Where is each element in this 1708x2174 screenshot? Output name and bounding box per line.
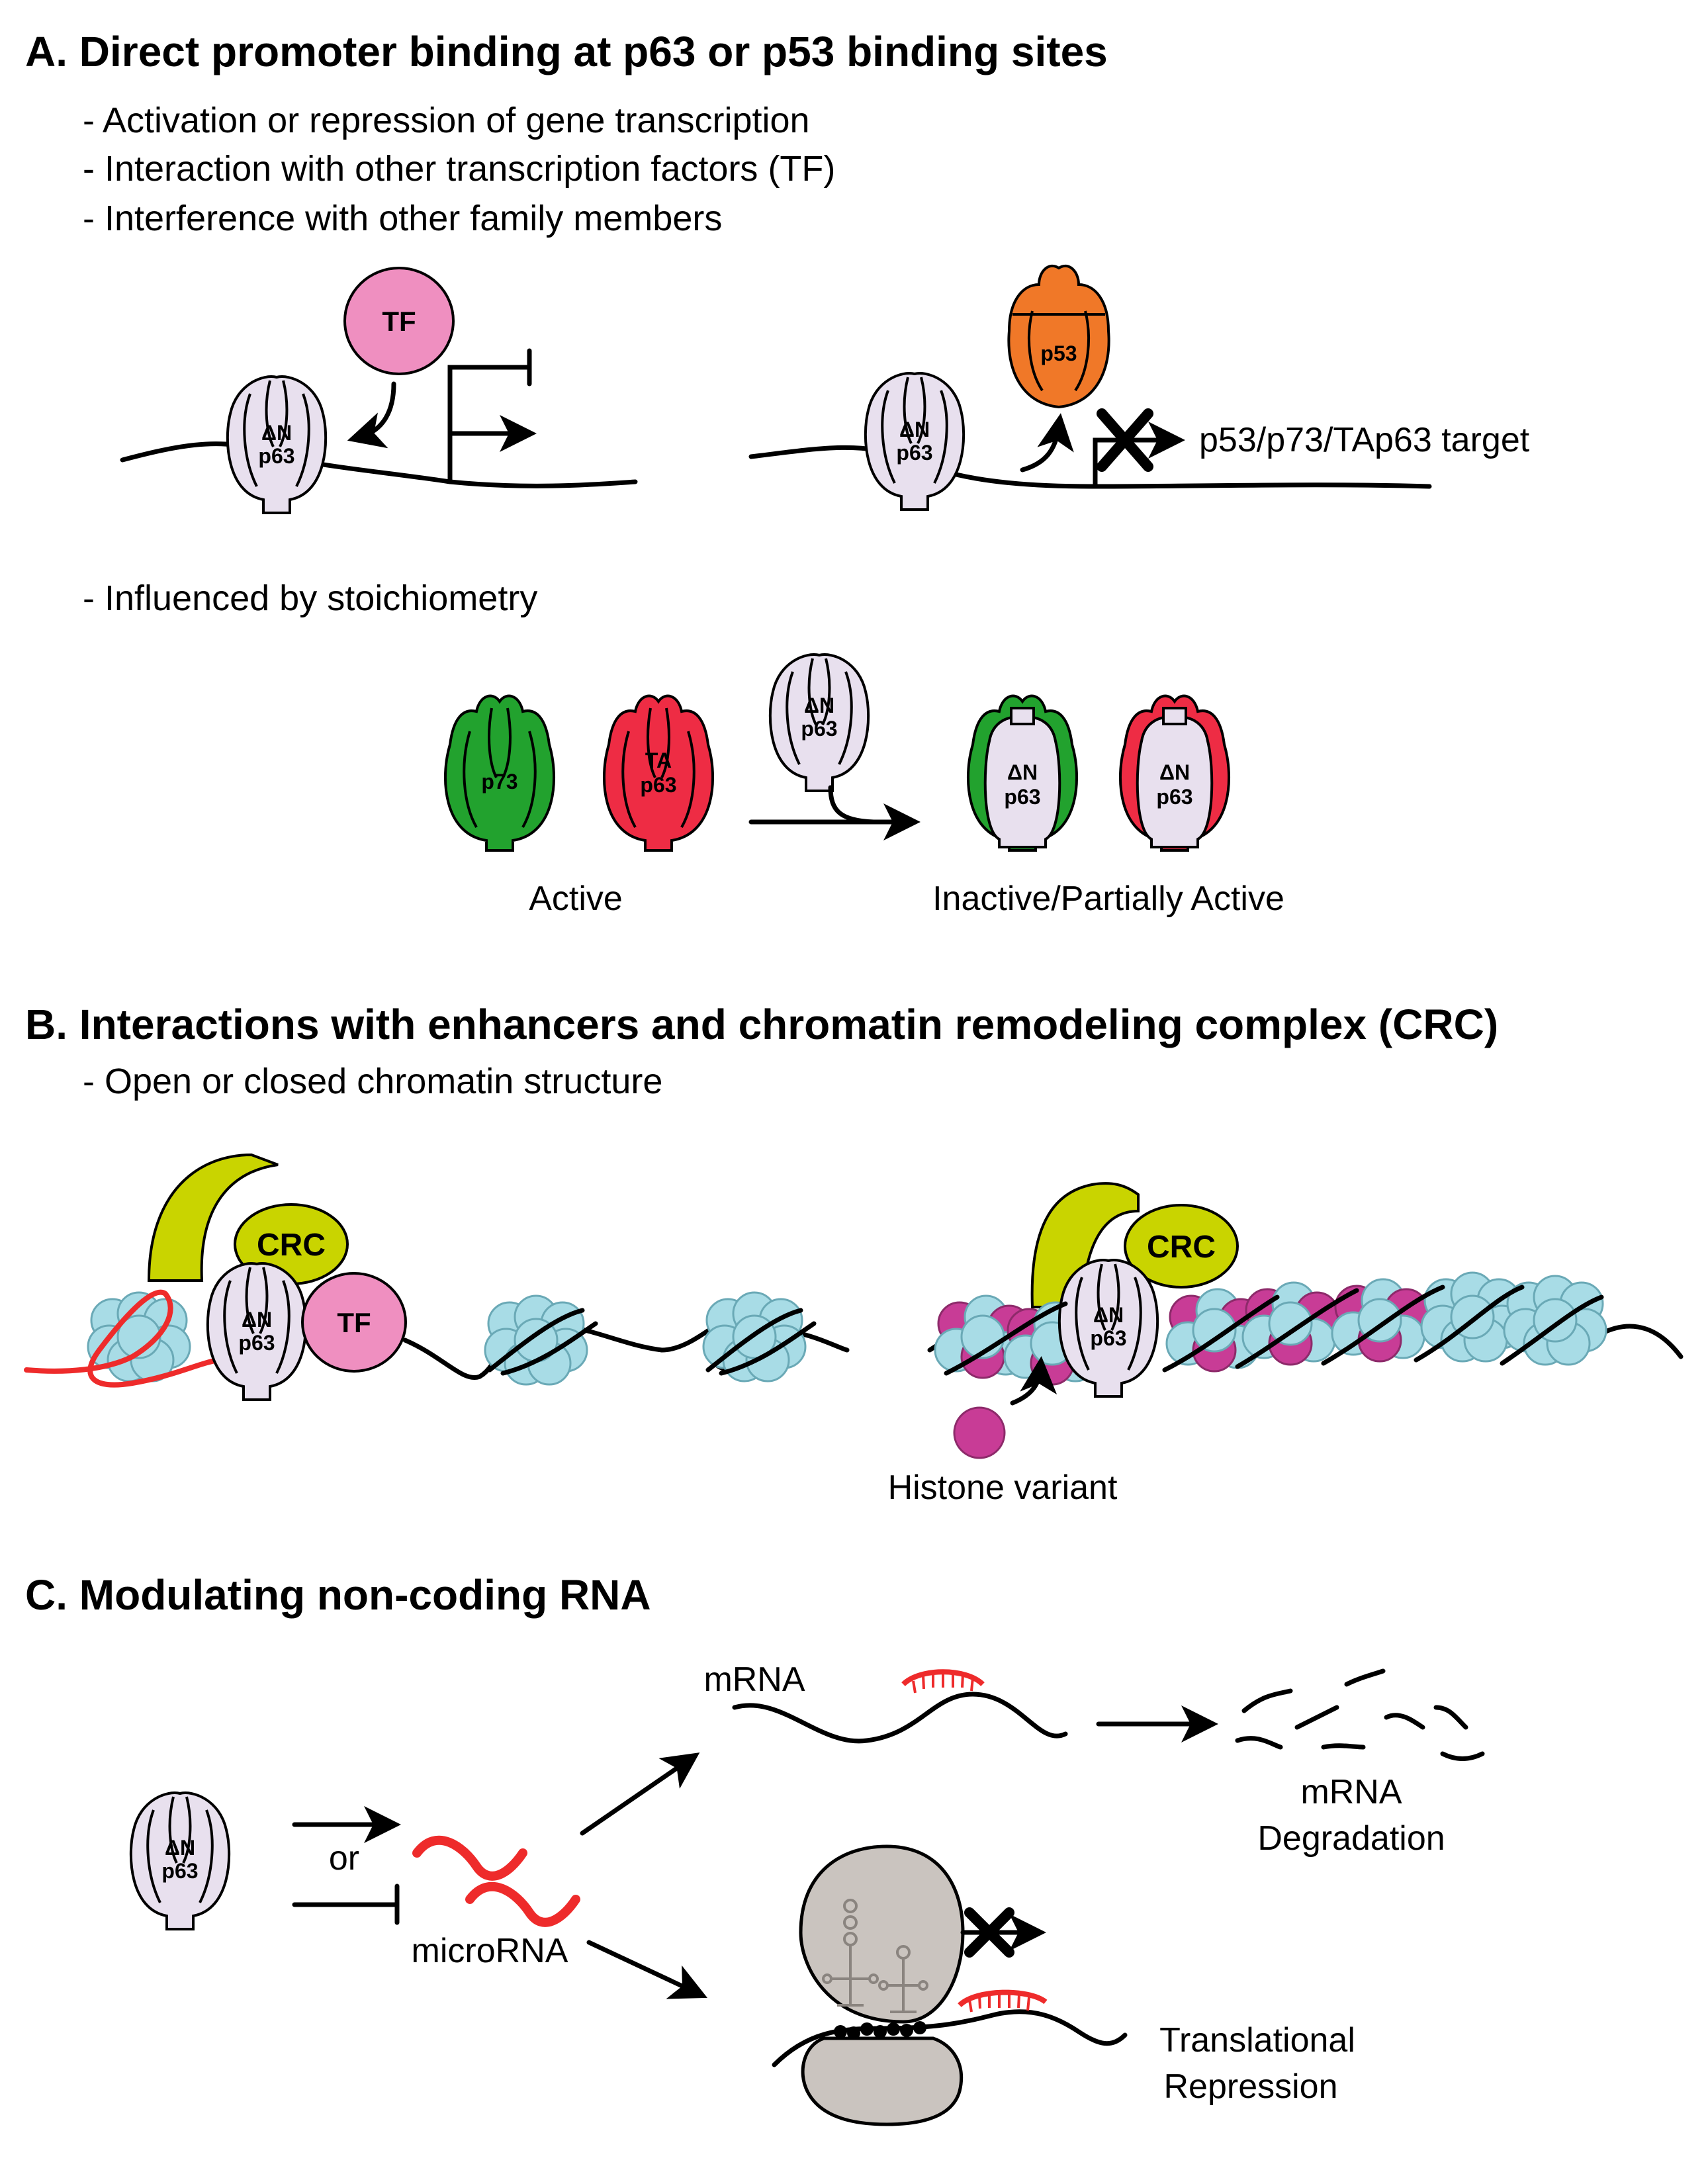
open-dna-strand (24, 1289, 221, 1388)
wrap-1 (487, 1308, 585, 1373)
tap63-label-top: TA (645, 748, 672, 772)
dn-p63-label-bottom: p63 (896, 441, 932, 465)
panel-a-bullet-2: - Interaction with other transcription f… (83, 149, 835, 189)
target-label: p53/p73/TAp63 target (1199, 421, 1530, 459)
dn-p63-label-top: ΔN (1007, 760, 1038, 784)
mrna-label: mRNA (703, 1660, 805, 1699)
codon-beads (834, 2021, 926, 2040)
panel-a-stoich-bullet: - Influenced by stoichiometry (83, 578, 537, 618)
tf-label: TF (382, 306, 416, 337)
mrna-strand (732, 1692, 1068, 1744)
open-chromatin-scheme: CRC Histone variant ΔN p63 TF (24, 1153, 850, 1401)
degraded-mrna-fragments (1235, 1668, 1485, 1761)
panel-c-title: C. Modulating non-coding RNA (25, 1571, 651, 1619)
histone-insertion-arrow (1010, 1356, 1057, 1406)
panel-b: B. Interactions with enhancers and chrom… (24, 1001, 1684, 1507)
dn-p63-label-top: ΔN (261, 421, 292, 445)
dn-p63-label-bottom: p63 (1156, 785, 1192, 809)
closed-wrap-1 (944, 1301, 1068, 1376)
closed-wrap-5 (1414, 1285, 1525, 1363)
stoichiometry-scheme: p73 TA p63 ΔN p63 ΔN p63 ΔN p63 (443, 653, 1284, 918)
tf-protein (301, 1272, 407, 1373)
panel-a-title: A. Direct promoter binding at p63 or p53… (25, 28, 1108, 75)
microrna-mrna-duplex (958, 1989, 1048, 2008)
dn-p63-label-top-visible: ΔN (242, 1308, 272, 1332)
dn-p63-label-bottom: p63 (238, 1331, 275, 1355)
ribosome-small-subunit (801, 2036, 964, 2126)
degradation-label-line2: Degradation (1257, 1819, 1445, 1858)
p53-protein (1007, 264, 1110, 409)
translation-pathway-arrow (586, 1940, 708, 1999)
trna-icons (822, 1899, 928, 2013)
tap63-label-bottom: p63 (640, 773, 676, 797)
microrna-strand-2 (465, 1881, 580, 1927)
inactive-label: Inactive/Partially Active (932, 880, 1284, 918)
crc-label: CRC (1147, 1230, 1216, 1265)
closed-chromatin-scheme: CRC ΔN p63 Histone variant (888, 1182, 1684, 1507)
p53-label: p53 (1040, 341, 1077, 365)
tap63-dnp63-heterotetramer (1118, 694, 1231, 852)
ribosome (799, 1844, 965, 2126)
tf-protein (343, 267, 455, 375)
translational-label-line2: Repression (1163, 2067, 1337, 2106)
wrap-3 (705, 1308, 803, 1373)
panel-a: A. Direct promoter binding at p63 or p53… (25, 28, 1530, 918)
mrna-pathway-arrow (580, 1752, 700, 1836)
tf-promoter-scheme: ΔN p63 TF (120, 267, 638, 514)
crc-arch (1030, 1182, 1140, 1308)
tf-label: TF (337, 1307, 371, 1338)
tf-binding-arrow (347, 381, 396, 449)
p53-promoter-bend (1093, 422, 1185, 489)
duplex-ticks (968, 1993, 1030, 2013)
dn-p63-label-bottom: p63 (1090, 1326, 1126, 1350)
p73-label: p73 (481, 770, 517, 793)
dn-p63-label-bottom: p63 (1004, 785, 1040, 809)
crc-label: CRC (257, 1228, 326, 1263)
closed-wrap-4 (1321, 1285, 1445, 1366)
promoter-bend (447, 365, 532, 484)
crc-arch (147, 1153, 279, 1282)
panel-b-title: B. Interactions with enhancers and chrom… (25, 1001, 1498, 1048)
ribosome-large-subunit (799, 1844, 965, 2024)
panel-c: C. Modulating non-coding RNA ΔN p63 or m… (25, 1571, 1485, 2126)
p53-binding-arrow (1020, 413, 1074, 473)
crc-complex (1124, 1204, 1239, 1289)
closed-wrap-6 (1500, 1294, 1604, 1366)
dn-p63-label-bottom: p63 (161, 1859, 198, 1883)
dn-p63-label-top: ΔN (804, 694, 834, 717)
microrna-label: microRNA (412, 1932, 568, 1970)
dn-p63-label-bottom: p63 (801, 717, 837, 741)
or-label: or (329, 1839, 359, 1878)
wrap-4 (719, 1321, 817, 1376)
dn-p63-label-bottom: p63 (258, 444, 294, 468)
dn-p63-joining-arrow (828, 785, 876, 825)
blocked-x-icon (1097, 408, 1153, 472)
dna-strand-right (748, 445, 1432, 489)
degradation-label-line1: mRNA (1300, 1773, 1402, 1811)
wrap-2 (500, 1321, 598, 1376)
duplex-ticks (912, 1672, 974, 1694)
histone-variant-label: Histone variant (888, 1469, 1118, 1507)
closed-wrap-2 (1162, 1294, 1280, 1373)
microrna-strand-1 (412, 1835, 527, 1881)
panel-b-bullet: - Open or closed chromatin structure (83, 1062, 662, 1101)
active-label: Active (529, 880, 623, 918)
closed-wrap-3 (1235, 1288, 1359, 1369)
panel-a-bullet-3: - Interference with other family members (83, 199, 722, 238)
dn-p63-label-top: ΔN (1159, 760, 1190, 784)
histone-variant-dot (953, 1406, 1006, 1459)
translational-label-line1: Translational (1159, 2021, 1355, 2060)
panel-a-bullet-1: - Activation or repression of gene trans… (83, 101, 810, 140)
dn-p63-label-top: ΔN (165, 1836, 195, 1860)
dn-p63-label-top: ΔN (899, 418, 930, 441)
translation-blocked-x-icon (964, 1907, 1014, 1958)
p53-interference-scheme: ΔN p63 p53 p53/p73/TAp63 target (748, 264, 1530, 511)
p73-dnp63-heterotetramer (966, 694, 1079, 852)
dna-strand (120, 441, 638, 488)
dn-p63-label-top: ΔN (1093, 1303, 1124, 1327)
